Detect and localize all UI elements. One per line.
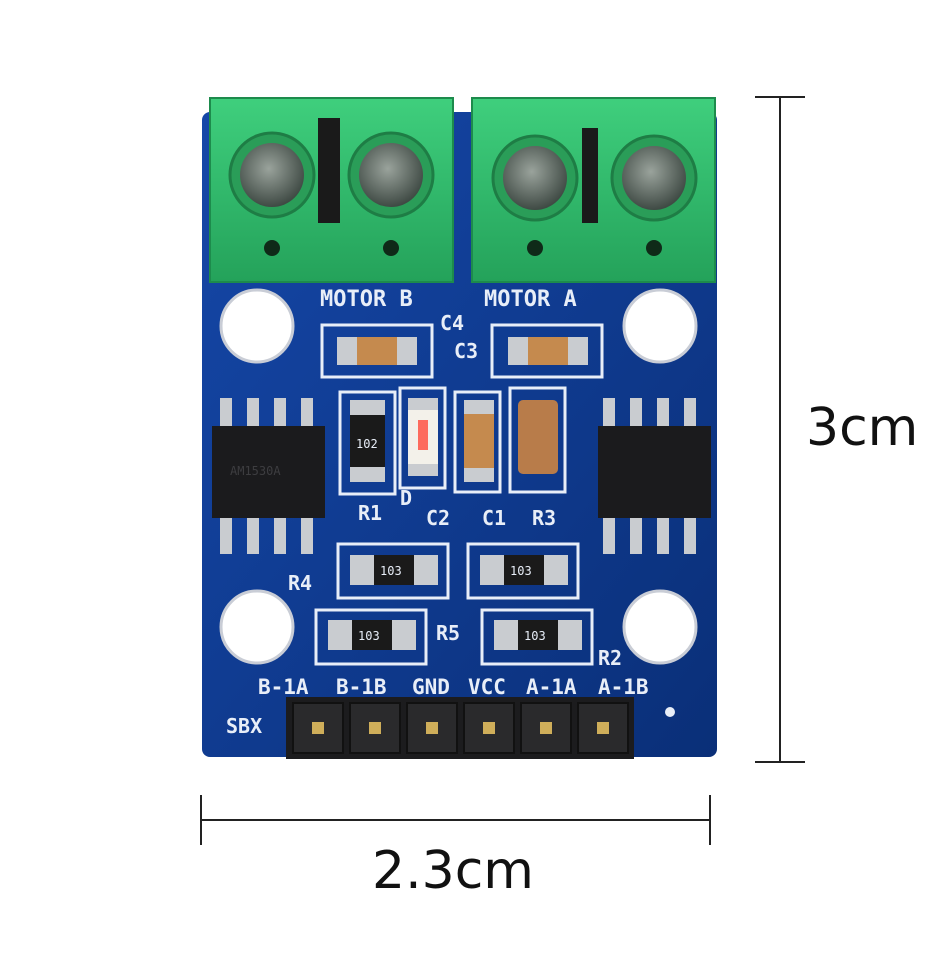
driver-chip-left: AM1530A [212,398,325,554]
pin-label-a-1b: A-1B [598,675,649,699]
resistor-r5: 103 [314,608,428,666]
r4-code: 103 [380,564,402,578]
r4-label: R4 [288,571,312,595]
capacitor-c3 [490,323,604,379]
pin-label-gnd: GND [412,675,450,699]
r1-code: 102 [356,437,378,451]
mounting-hole [622,589,698,665]
capacitor-c2 [453,390,502,494]
d-label: D [400,486,412,510]
pin-label-b-1a: B-1A [258,675,309,699]
height-dimension-label: 3cm [806,398,919,458]
left-chip-marking: AM1530A [230,464,281,478]
pin-label-b-1b: B-1B [336,675,387,699]
led-d [398,386,447,490]
mounting-hole [219,288,295,364]
r2-code: 103 [524,629,546,643]
mounting-hole [622,288,698,364]
pin-header [286,697,634,759]
pin-label-vcc: VCC [468,675,506,699]
terminal-block-motor-b [209,97,454,283]
resistor-r3: 103 [466,542,580,600]
capacitor-c4 [320,323,434,379]
c1-label: C1 [482,506,506,530]
mounting-hole [219,589,295,665]
resistor-r1: 102 [338,390,397,496]
r5-label: R5 [436,621,460,645]
r3-label: R3 [532,506,556,530]
driver-chip-right [598,398,711,554]
height-dimension-line [755,96,805,763]
width-dimension-label: 2.3cm [372,841,534,901]
c4-label: C4 [440,311,464,335]
terminal-block-motor-a [471,97,716,283]
resistor-r4: 103 [336,542,450,600]
r5-code: 103 [358,629,380,643]
motor-b-label: MOTOR B [320,287,413,312]
c2-label: C2 [426,506,450,530]
width-dimension-line [200,795,711,845]
pin-label-a-1a: A-1A [526,675,577,699]
resistor-r2: 103 [480,608,594,666]
capacitor-c1 [508,386,567,494]
r1-label: R1 [358,501,382,525]
motor-a-label: MOTOR A [484,287,577,312]
brand-label: SBX [226,714,262,738]
c3-label: C3 [454,339,478,363]
r2-label: R2 [598,646,622,670]
r3-code: 103 [510,564,532,578]
pin1-dot [665,707,675,717]
